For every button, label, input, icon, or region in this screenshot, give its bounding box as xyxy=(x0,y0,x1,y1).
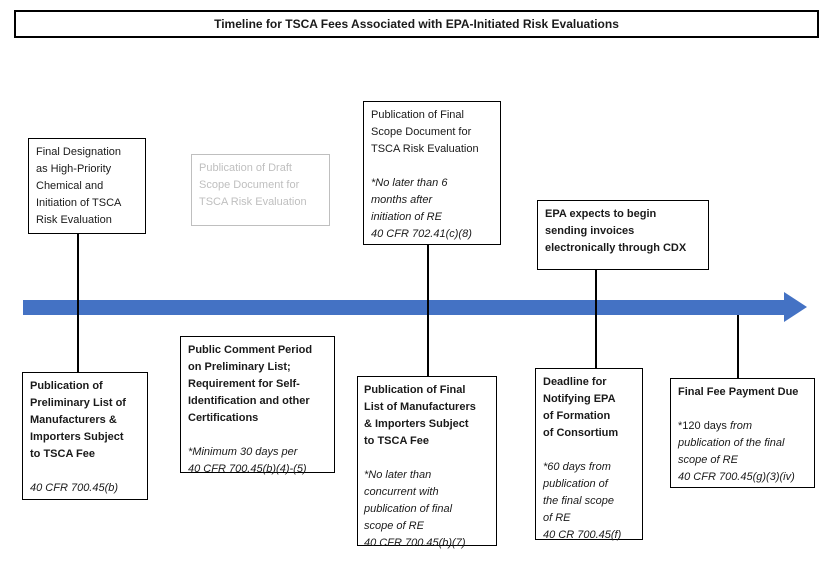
event-title: Public Comment Period on Preliminary Lis… xyxy=(188,344,313,424)
event-title: Publication of Final Scope Document for … xyxy=(371,109,479,155)
event-title: Final Fee Payment Due xyxy=(678,386,799,398)
event-box-final-scope: Publication of Final Scope Document for … xyxy=(363,101,501,245)
connector-final-designation xyxy=(77,234,79,372)
event-note-plain: *120 days xyxy=(678,420,730,432)
event-box-final-designation: Final Designation as High-Priority Chemi… xyxy=(28,138,146,234)
event-note: *No later than concurrent with publicati… xyxy=(364,469,466,549)
event-title: Final Designation as High-Priority Chemi… xyxy=(36,146,122,226)
event-title: Publication of Draft Scope Document for … xyxy=(199,162,307,208)
event-title: Deadline for Notifying EPA of Formation … xyxy=(543,376,619,439)
event-box-draft-scope: Publication of Draft Scope Document for … xyxy=(191,154,330,226)
event-note: 40 CFR 700.45(b) xyxy=(30,482,119,494)
event-box-cdx-invoices: EPA expects to begin sending invoices el… xyxy=(537,200,709,270)
timeline-arrow-shaft xyxy=(23,300,784,315)
diagram-title: Timeline for TSCA Fees Associated with E… xyxy=(214,17,619,31)
event-title: EPA expects to begin sending invoices el… xyxy=(545,208,687,254)
event-note: *Minimum 30 days per 40 CFR 700.45(b)(4)… xyxy=(188,446,307,475)
event-note: *No later than 6 months after initiation… xyxy=(371,177,472,240)
event-box-final-fee-payment: Final Fee Payment Due *120 days from pub… xyxy=(670,378,815,488)
event-box-consortium-deadline: Deadline for Notifying EPA of Formation … xyxy=(535,368,643,541)
connector-consortium xyxy=(595,270,597,368)
event-box-preliminary-list: Publication of Preliminary List of Manuf… xyxy=(22,372,148,500)
event-title: Publication of Preliminary List of Manuf… xyxy=(30,380,126,460)
event-note-italic: from publication of the final scope of R… xyxy=(678,420,795,483)
event-note: *120 days from publication of the final … xyxy=(678,418,807,486)
connector-final-fee xyxy=(737,315,739,378)
event-box-final-list: Publication of Final List of Manufacture… xyxy=(357,376,497,549)
event-box-public-comment: Public Comment Period on Preliminary Lis… xyxy=(180,336,335,475)
event-title: Publication of Final List of Manufacture… xyxy=(364,384,476,447)
connector-final-scope xyxy=(427,245,429,376)
event-note: *60 days from publication of the final s… xyxy=(543,461,622,541)
diagram-title-box: Timeline for TSCA Fees Associated with E… xyxy=(14,10,819,38)
timeline-arrow-head-icon xyxy=(784,292,807,322)
